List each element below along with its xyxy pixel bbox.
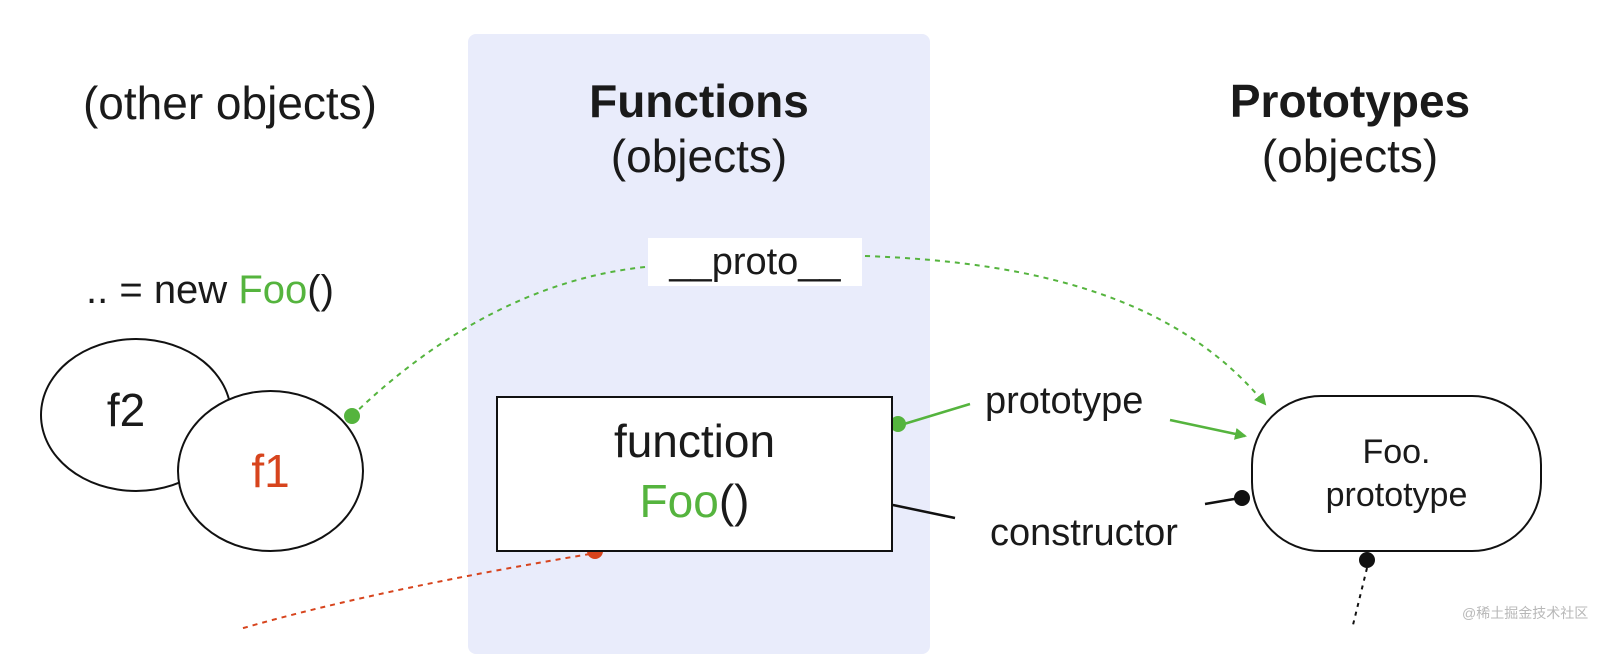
prototypes-title: Prototypes [1229,75,1471,127]
functions-header: Functions (objects) [468,74,930,184]
prototypes-header: Prototypes (objects) [1170,74,1530,184]
function-foo-box: function Foo() [496,396,893,552]
new-expr-prefix: .. = new [86,268,239,312]
prototype-proto-dot [1359,552,1375,568]
functions-subtitle: (objects) [610,130,788,183]
constructor-label: constructor [990,512,1178,554]
foo-prototype-box: Foo. prototype [1251,395,1542,552]
constructor-link-dot [1234,490,1250,506]
function-name: Foo [639,474,719,527]
prototype-proto-line [1351,567,1368,629]
object-f2: f2 [40,338,232,492]
prototypes-subtitle: (objects) [1261,130,1439,183]
function-proto-line [239,553,591,629]
prototype-link-dot [890,416,906,432]
functions-title: Functions [589,75,809,127]
object-f1-label: f1 [251,445,290,497]
diagram-connectors [239,255,1375,629]
new-expr-suffix: () [307,268,334,312]
prototype-link-line-b [1169,418,1247,440]
other-objects-header: (other objects) [82,77,377,129]
foo-prototype-line2: prototype [1325,475,1468,514]
proto-link-left [351,266,646,417]
function-keyword: function [613,415,776,467]
foo-prototype-line1: Foo. [1362,433,1431,471]
object-f1: f1 [177,390,364,552]
watermark: @稀土掘金技术社区 [1462,605,1589,621]
prototype-link-line-a [903,402,971,426]
new-foo-expression: .. = new Foo() [86,268,334,313]
proto-link-dot [344,408,360,424]
new-expr-name: Foo [238,268,308,312]
constructor-link-line-a [879,495,956,520]
object-f2-label: f2 [106,384,146,436]
proto-label: __proto__ [648,238,862,286]
prototype-label: prototype [985,380,1144,422]
function-parens: () [718,474,750,527]
